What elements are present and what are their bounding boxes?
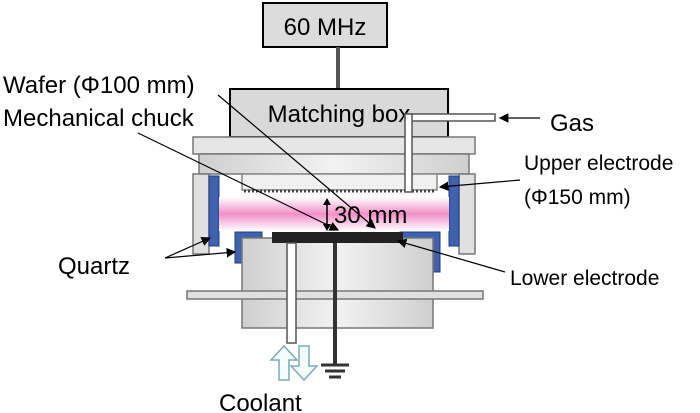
upper-electrode-leader (438, 179, 521, 192)
matching-box-label: Matching box (268, 101, 411, 128)
coolant-label: Coolant (219, 390, 302, 413)
rf-source-box: 60 MHz (262, 2, 388, 48)
matching-box: Matching box (229, 88, 449, 138)
gas-inlet (404, 113, 496, 193)
gas-label: Gas (550, 110, 594, 137)
chamber-walls (192, 173, 476, 255)
upper-electrode-label-line2: (Φ150 mm) (524, 186, 631, 209)
gap-label: 30 mm (334, 202, 407, 229)
quartz-label: Quartz (58, 253, 130, 280)
chamber-lid (192, 136, 476, 175)
lower-electrode-label: Lower electrode (510, 267, 659, 290)
upper-electrode (241, 173, 438, 193)
quartz-leader-2 (164, 247, 237, 259)
rf-source-label: 60 MHz (284, 14, 367, 41)
coolant-arrows-icon (269, 344, 319, 382)
upper-electrode-label-line1: Upper electrode (524, 152, 673, 175)
leader-lines (137, 94, 540, 273)
chuck-label: Mechanical chuck (3, 105, 195, 132)
lower-electrode-leader (396, 238, 506, 273)
chuck-leader (137, 132, 340, 231)
wafer-leader (217, 94, 376, 229)
coolant-pipe (286, 242, 297, 344)
quartz-leader-1 (164, 237, 212, 259)
wafer-label: Wafer (Φ100 mm) (3, 72, 195, 99)
wafer (272, 232, 403, 243)
ground-symbol (321, 243, 349, 379)
